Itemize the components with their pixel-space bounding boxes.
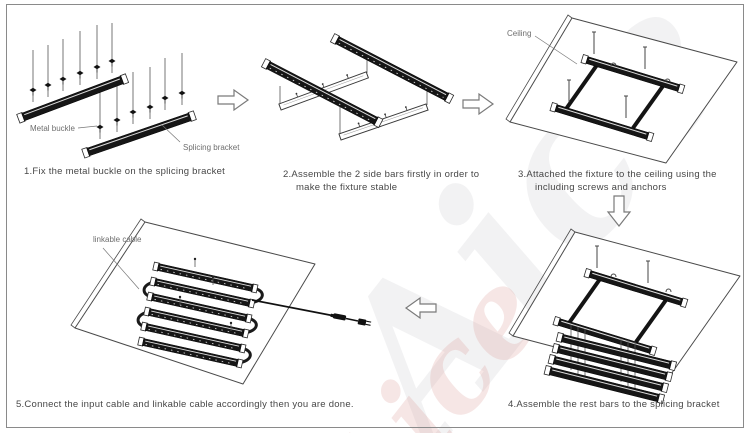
splicing-bracket-bar xyxy=(81,110,197,159)
arrow-step2-to-step3-icon xyxy=(462,92,495,116)
splicing-bracket-leader xyxy=(161,124,181,143)
light-bars xyxy=(137,261,259,369)
step3-caption: 3.Attached the fixture to the ceiling us… xyxy=(518,169,750,194)
power-plug xyxy=(357,318,372,326)
step3-caption-line2: including screws and anchors xyxy=(535,181,667,193)
splicing-bracket-label: Splicing bracket xyxy=(183,143,240,152)
arrow-step3-to-step4-icon xyxy=(606,195,632,227)
arrow-step4-to-step5-icon xyxy=(404,296,437,320)
fixture-frame xyxy=(549,54,686,143)
linkable-cable-leader xyxy=(102,247,140,290)
side-light-bar xyxy=(329,33,455,104)
step2-caption-line2: make the fixture stable xyxy=(296,181,398,193)
mounting-screws xyxy=(567,31,647,118)
side-light-bar xyxy=(260,58,384,129)
step3-caption-line1: 3.Attached the fixture to the ceiling us… xyxy=(518,169,717,180)
step2-caption-line1: 2.Assemble the 2 side bars firstly in or… xyxy=(283,169,480,180)
linkable-cable-label: linkable cable xyxy=(93,235,142,244)
hanging-pins xyxy=(279,58,428,135)
ceiling-panel-edge xyxy=(70,218,146,329)
splicing-bracket-bar xyxy=(16,73,130,124)
ceiling-panel xyxy=(509,17,738,164)
metal-buckle-leader xyxy=(77,125,98,129)
rest-light-bars xyxy=(543,332,678,405)
step1-illustration: Metal buckle Splicing bracket xyxy=(16,23,240,159)
ceiling-panel-edge xyxy=(508,228,576,337)
input-cable xyxy=(251,299,372,326)
step5-caption: 5.Connect the input cable and linkable c… xyxy=(16,399,354,410)
step4-caption: 4.Assemble the rest bars to the splicing… xyxy=(508,399,720,410)
metal-buckle-pins xyxy=(29,23,186,139)
step1-caption: 1.Fix the metal buckle on the splicing b… xyxy=(24,166,226,177)
diagram-border xyxy=(6,4,744,428)
step2-illustration xyxy=(260,33,455,141)
inline-connector xyxy=(330,313,347,321)
arrow-step1-to-step2-icon xyxy=(217,88,250,112)
ceiling-panel-edge xyxy=(505,14,573,123)
metal-buckle-label: Metal buckle xyxy=(30,124,75,133)
step3-illustration: Ceiling xyxy=(505,14,738,164)
step5-illustration: linkable cable xyxy=(70,218,372,385)
mounting-pins xyxy=(178,257,233,331)
step2-caption: 2.Assemble the 2 side bars firstly in or… xyxy=(283,169,515,194)
anchor-hooks xyxy=(610,62,671,83)
ceiling-label: Ceiling xyxy=(507,29,531,38)
step4-illustration xyxy=(508,228,741,405)
ceiling-leader xyxy=(534,35,578,65)
